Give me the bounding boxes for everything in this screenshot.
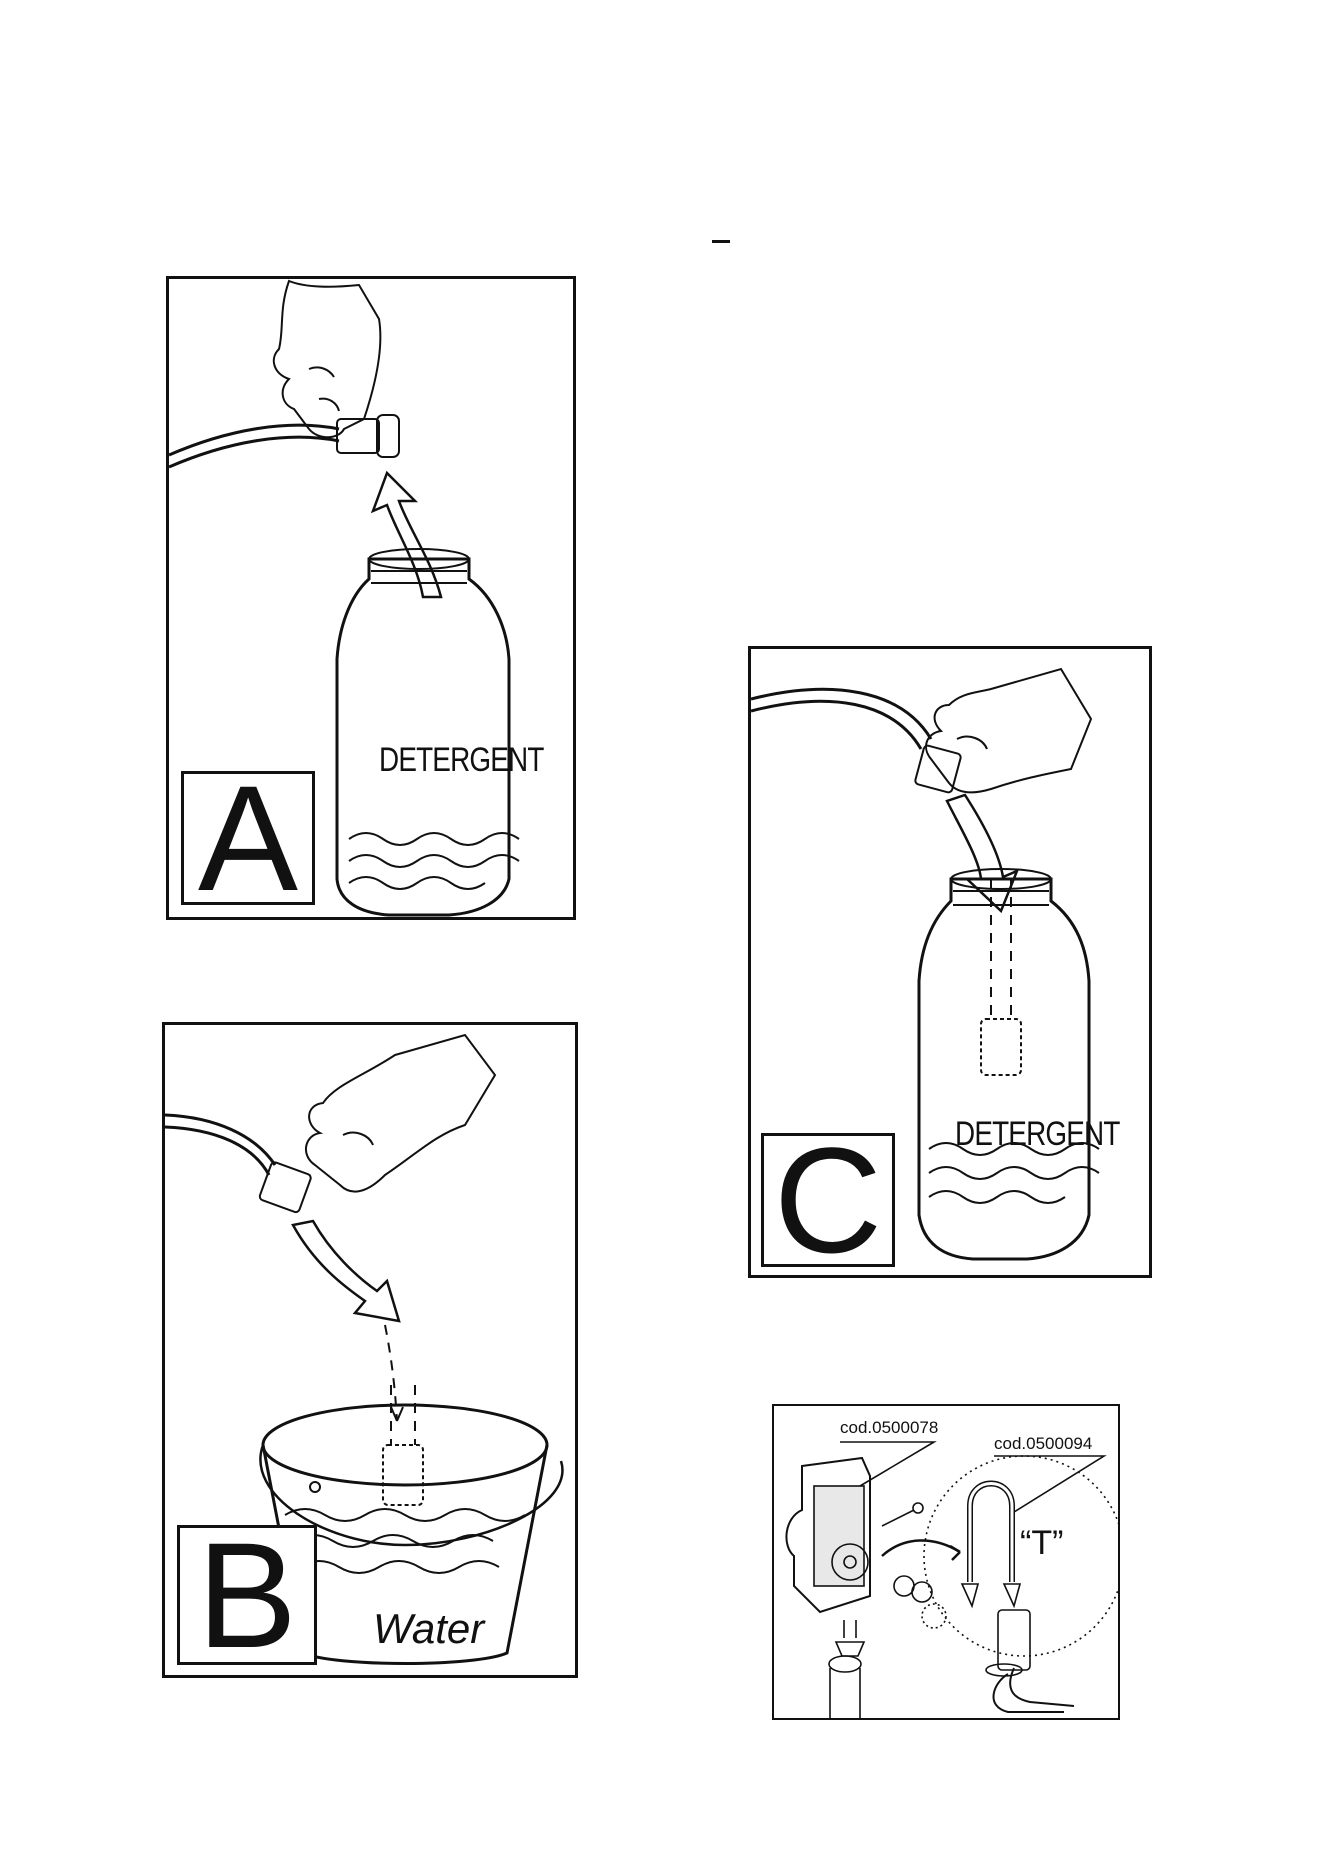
wave-c3 (929, 1191, 1065, 1203)
panel-c-letter-box: C (761, 1133, 895, 1267)
arrow-c (947, 795, 1017, 911)
panel-d-parts-diagram: cod.0500078 cod.0500094 “T” (772, 1404, 1120, 1720)
panel-b-letter: B (197, 1520, 297, 1670)
leader-pump (840, 1442, 934, 1486)
panel-a-letter: A (198, 763, 298, 913)
wave-c2 (929, 1167, 1099, 1179)
hand-b (306, 1035, 495, 1192)
wave-a3 (349, 877, 485, 889)
code-tube-label: cod.0500094 (994, 1434, 1092, 1454)
panel-a-connect-detergent: A DETERGENT (166, 276, 576, 920)
hand-a (274, 281, 381, 437)
panel-c-return-detergent: C DETERGENT (748, 646, 1152, 1278)
tube-c (751, 689, 931, 739)
u-tube (970, 1484, 1012, 1583)
arrow-d (882, 1540, 960, 1556)
panel-a-bottle-label: DETERGENT (379, 741, 544, 780)
dash-mark (712, 240, 730, 243)
tube-b (165, 1115, 275, 1165)
panel-b-letter-box: B (177, 1525, 317, 1665)
code-pump-label: cod.0500078 (840, 1418, 938, 1438)
panel-b-bucket-label: Water (373, 1605, 484, 1653)
panel-a-letter-box: A (181, 771, 315, 905)
bottle-c (919, 879, 1089, 1259)
panel-c-bottle-label: DETERGENT (955, 1115, 1120, 1154)
wave-a1 (349, 833, 519, 845)
hand-c (926, 669, 1091, 792)
panel-b-rinse-water: B Water (162, 1022, 578, 1678)
wave-a2 (349, 855, 519, 867)
arrow-b (293, 1221, 399, 1321)
arrow-a (373, 473, 441, 597)
wave-b1 (285, 1509, 525, 1521)
tee-label: “T” (1020, 1524, 1063, 1563)
panel-c-letter: C (774, 1125, 882, 1275)
wave-b3 (299, 1561, 499, 1573)
connector-a (337, 419, 379, 453)
